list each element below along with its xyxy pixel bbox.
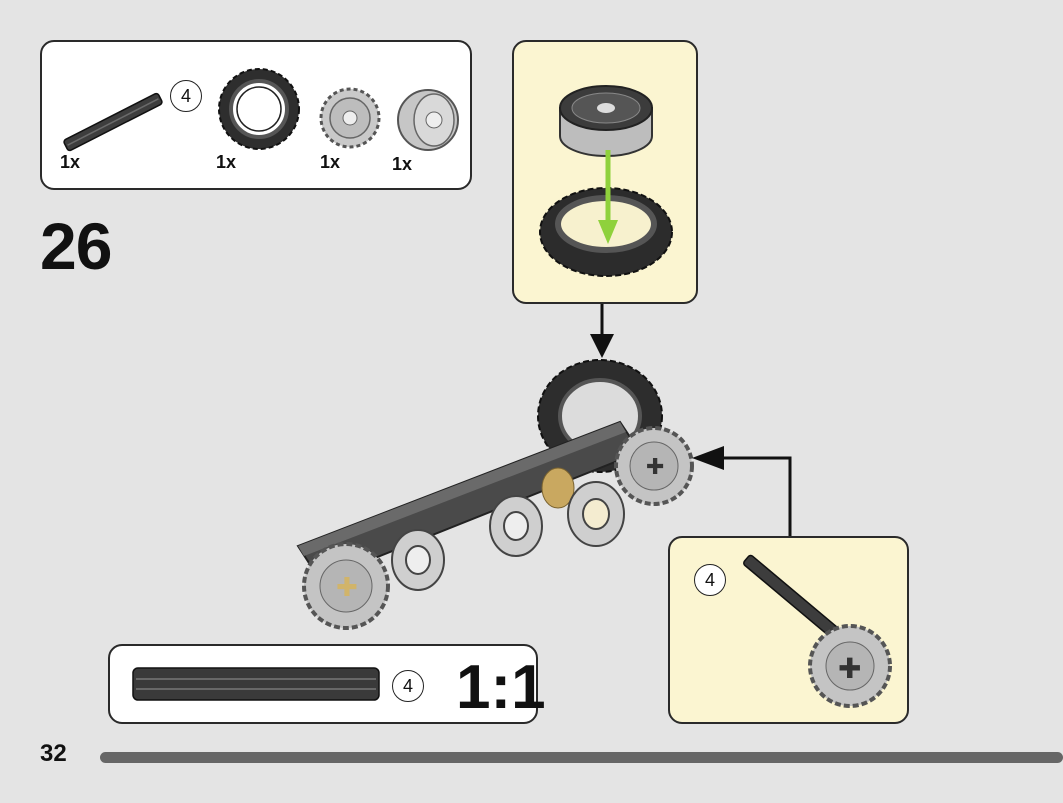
axle-part-icon xyxy=(63,92,163,152)
axle-scale-icon xyxy=(132,667,380,701)
arrow-left-icon xyxy=(692,446,792,536)
svg-text:✚: ✚ xyxy=(336,573,358,603)
hub-quantity: 1x xyxy=(392,154,413,174)
wheel-subassembly-callout xyxy=(512,40,698,304)
parts-list-panel: 4 1x 1x 1x 1x xyxy=(40,40,472,190)
page-number: 32 xyxy=(40,740,67,767)
progress-bar xyxy=(100,752,1063,763)
hub-part-icon xyxy=(397,89,459,151)
scale-ratio: 1:1 xyxy=(456,653,546,722)
arrow-down-icon xyxy=(590,304,614,358)
axle-length-badge: 4 xyxy=(694,564,726,596)
axle-length-badge: 4 xyxy=(170,80,202,112)
gear-quantity: 1x xyxy=(320,152,341,172)
assembly-model-illustration: ✚ ✚ xyxy=(296,359,694,630)
insert-arrow-icon xyxy=(598,150,618,244)
tire-quantity: 1x xyxy=(216,152,237,172)
axle-gear-subassembly-callout: 4 ✚ xyxy=(668,536,909,724)
scale-reference-panel: 4 1:1 xyxy=(108,644,546,724)
axle-quantity: 1x xyxy=(60,152,81,172)
gear-part-icon xyxy=(319,87,381,149)
axle-length-badge: 4 xyxy=(392,670,424,702)
svg-text:✚: ✚ xyxy=(646,455,664,480)
wheel-hub-illustration xyxy=(559,85,653,157)
step-number: 26 xyxy=(40,209,112,283)
axle-gear-illustration: ✚ xyxy=(743,554,892,708)
tire-part-icon xyxy=(218,68,300,150)
svg-text:✚: ✚ xyxy=(838,652,861,685)
